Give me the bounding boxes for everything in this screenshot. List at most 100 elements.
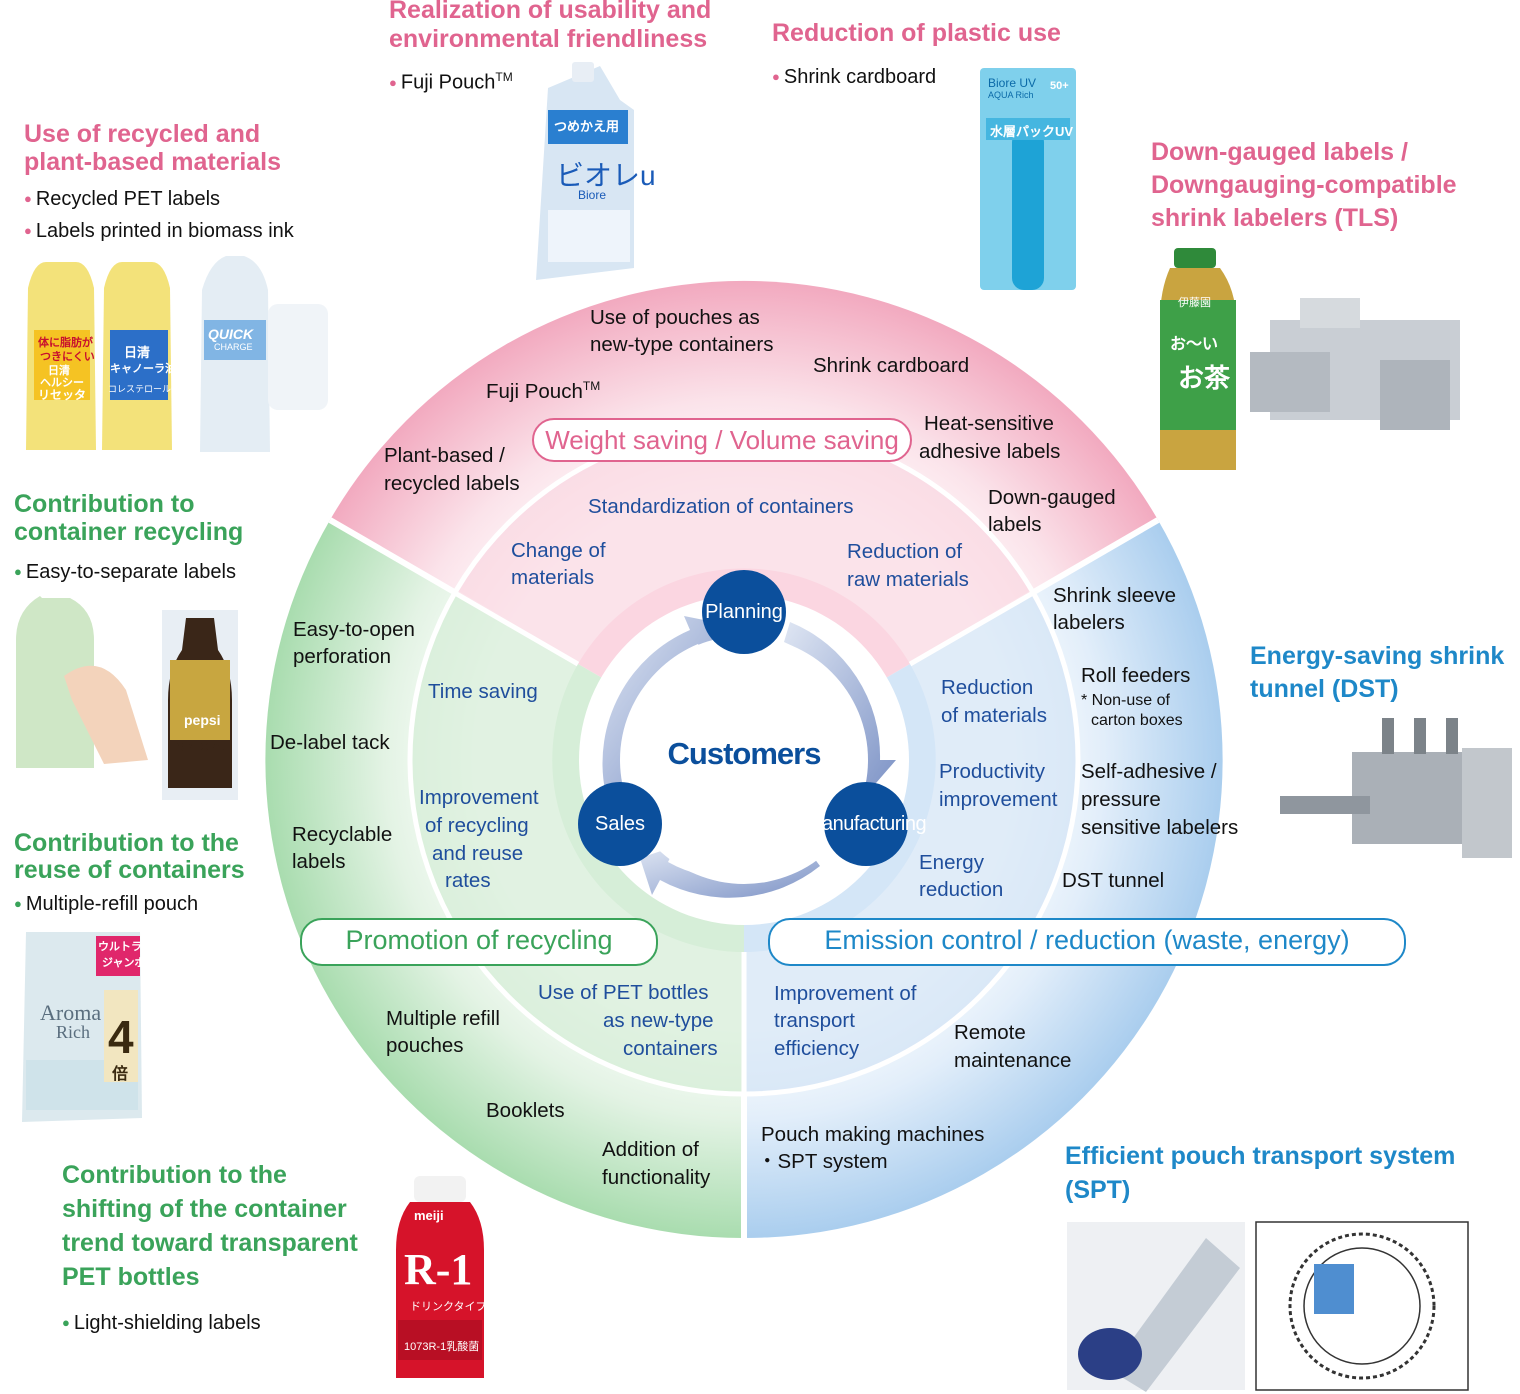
outer-remote-1: Remote	[954, 1021, 1026, 1044]
product-print-resetta-4: ヘルシー	[40, 377, 84, 389]
inner-improvement-1: Improvement	[419, 786, 539, 809]
center-title: Customers	[667, 736, 822, 771]
outer-shrink-sleeve-1: Shrink sleeve	[1053, 584, 1177, 607]
spt-cylinder-photo	[1067, 1222, 1245, 1392]
core	[552, 568, 936, 952]
product-print-spf: 50+	[1050, 80, 1069, 92]
callout-downgauged-title-3: shrink labelers (TLS)	[1151, 204, 1399, 232]
callout-energy-tunnel-title-1: Energy-saving shrink	[1250, 642, 1505, 670]
aroma-rich-pouch-photo	[22, 932, 142, 1122]
product-print-ultra: ウルトラ	[98, 941, 142, 953]
product-print-aqua-rich: AQUA Rich	[988, 90, 1034, 100]
easy-separate-photo	[16, 596, 238, 800]
product-print-biore-uv: Biore UV	[988, 76, 1037, 90]
product-print-lactic: 1073R-1乳酸菌	[404, 1341, 480, 1353]
product-print-canola-2: キャノーラ油	[110, 363, 176, 375]
outer-de-label: De-label tack	[270, 731, 390, 754]
callout-transparent-bullet: Light-shielding labels	[62, 1308, 261, 1338]
outer-roll-feeders: Roll feeders	[1081, 664, 1191, 687]
product-print-resetta-1: 体に脂肪が	[38, 337, 93, 349]
planning-node	[702, 570, 786, 654]
outer-heat-sensitive-1: Heat-sensitive	[924, 412, 1054, 435]
inner-standardization: Standardization of containers	[588, 495, 854, 518]
outer-pouch-machines-1: Pouch making machines	[761, 1123, 985, 1146]
product-print-rich: Rich	[56, 1022, 90, 1042]
outer-plant-based-1: Plant-based /	[384, 444, 505, 467]
product-print-biore-u: ビオレu	[556, 160, 656, 191]
callout-transparent-title-3: trend toward transparent	[62, 1229, 358, 1257]
inner-use-pet-3: containers	[623, 1037, 718, 1060]
callout-recycled-bullet-1: Recycled PET labels	[24, 184, 220, 214]
product-print-biore: Biore	[578, 188, 607, 202]
outer-fuji-pouch: Fuji PouchTM	[486, 372, 600, 406]
callout-recycled-title-2: plant-based materials	[24, 148, 282, 176]
callout-spt-title-2: (SPT)	[1065, 1176, 1131, 1204]
product-print-drink-type: ドリンクタイプ	[410, 1301, 487, 1313]
node-sales-label: Sales	[594, 813, 646, 835]
product-print-canola-3: コレステロール0	[108, 384, 177, 394]
callout-usability-bullet-text: Fuji Pouch	[400, 71, 496, 94]
ring-label-recycling: Promotion of recycling	[300, 918, 658, 966]
outer-recyclable-2: labels	[292, 850, 346, 873]
dst-machine-photo	[1280, 718, 1512, 858]
ring-label-weight-saving: Weight saving / Volume saving	[532, 418, 912, 462]
green-tea-photo	[1160, 248, 1236, 470]
callout-reuse-title-1: Contribution to the	[14, 829, 239, 857]
callout-recycled-title-1: Use of recycled and	[24, 120, 261, 148]
inner-reduction-materials-1: Reduction	[941, 676, 1034, 699]
callout-reuse-bullet: Multiple-refill pouch	[14, 889, 198, 919]
inner-productivity-1: Productivity	[939, 760, 1045, 783]
biore-uv-photo	[980, 68, 1076, 290]
product-print-resetta-5: リセッタ	[38, 388, 87, 402]
tls-machine-photo	[1250, 298, 1460, 430]
outer-fuji-pouch-text: Fuji Pouch	[486, 379, 583, 403]
outer-easy-open-2: perforation	[293, 645, 392, 668]
product-print-bai: 倍	[112, 1066, 129, 1083]
product-print-four: 4	[108, 1011, 134, 1063]
outer-multiple-refill-1: Multiple refill	[386, 1007, 500, 1030]
callout-usability-title-2: environmental friendliness	[389, 25, 708, 53]
recycled-bottles-photo	[26, 256, 328, 452]
outer-addition-1: Addition of	[602, 1138, 699, 1161]
ring-label-emission: Emission control / reduction (waste, ene…	[768, 918, 1406, 966]
product-print-aroma: Aroma	[40, 1000, 102, 1025]
product-print-ocha: お茶	[1178, 363, 1231, 393]
outer-self-adhesive-2: pressure	[1081, 788, 1161, 811]
product-print-resetta-3: 日清	[48, 365, 70, 377]
callout-transparent-title-4: PET bottles	[62, 1263, 200, 1291]
outer-self-adhesive-1: Self-adhesive /	[1081, 760, 1217, 783]
callout-downgauged-title-2: Downgauging-compatible	[1151, 171, 1457, 199]
product-print-r1: R-1	[404, 1245, 473, 1294]
inner-improvement-3: and reuse	[432, 842, 524, 865]
callout-usability-bullet: Fuji PouchTM	[389, 62, 513, 98]
outer-remote-2: maintenance	[954, 1049, 1072, 1072]
r1-bottle-photo	[396, 1176, 484, 1378]
cycle-arrow-planning-manufacturing	[784, 622, 896, 790]
callout-container-recycling-bullet: Easy-to-separate labels	[14, 557, 236, 587]
product-print-canola-1: 日清	[124, 345, 151, 360]
product-print-uv-pack: 水層パックUV	[990, 124, 1074, 139]
inner-transport-1: Improvement of	[774, 982, 917, 1005]
callout-usability-title-1: Realization of usability and	[389, 0, 712, 24]
inner-improvement-4: rates	[445, 869, 491, 892]
inner-improvement-2: of recycling	[425, 814, 529, 837]
outer-down-gauged-1: Down-gauged	[988, 486, 1116, 509]
node-manufacturing-label: Manufacturing	[805, 813, 927, 835]
callout-transparent-title-1: Contribution to the	[62, 1161, 287, 1189]
product-print-charge: CHARGE	[214, 342, 253, 352]
outer-heat-sensitive-2: adhesive labels	[919, 440, 1061, 463]
inner-reduction-materials-2: of materials	[941, 704, 1047, 727]
product-print-oi: お〜い	[1170, 336, 1219, 353]
callout-recycled-bullet-2: Labels printed in biomass ink	[24, 216, 294, 246]
node-planning-label: Planning	[705, 601, 783, 623]
inner-change-materials-2: materials	[511, 566, 595, 589]
callout-spt-title-1: Efficient pouch transport system	[1065, 1142, 1456, 1170]
sales-node	[578, 782, 662, 866]
callout-usability-tm: TM	[495, 70, 513, 84]
callout-plastic-title: Reduction of plastic use	[772, 19, 1061, 47]
callout-container-recycling-title-2: container recycling	[14, 518, 244, 546]
inner-use-pet-1: Use of PET bottles	[538, 981, 709, 1004]
outer-pouches-new-1: Use of pouches as	[590, 306, 760, 329]
inner-reduction-raw-1: Reduction of	[847, 540, 963, 563]
outer-booklets: Booklets	[486, 1099, 565, 1122]
